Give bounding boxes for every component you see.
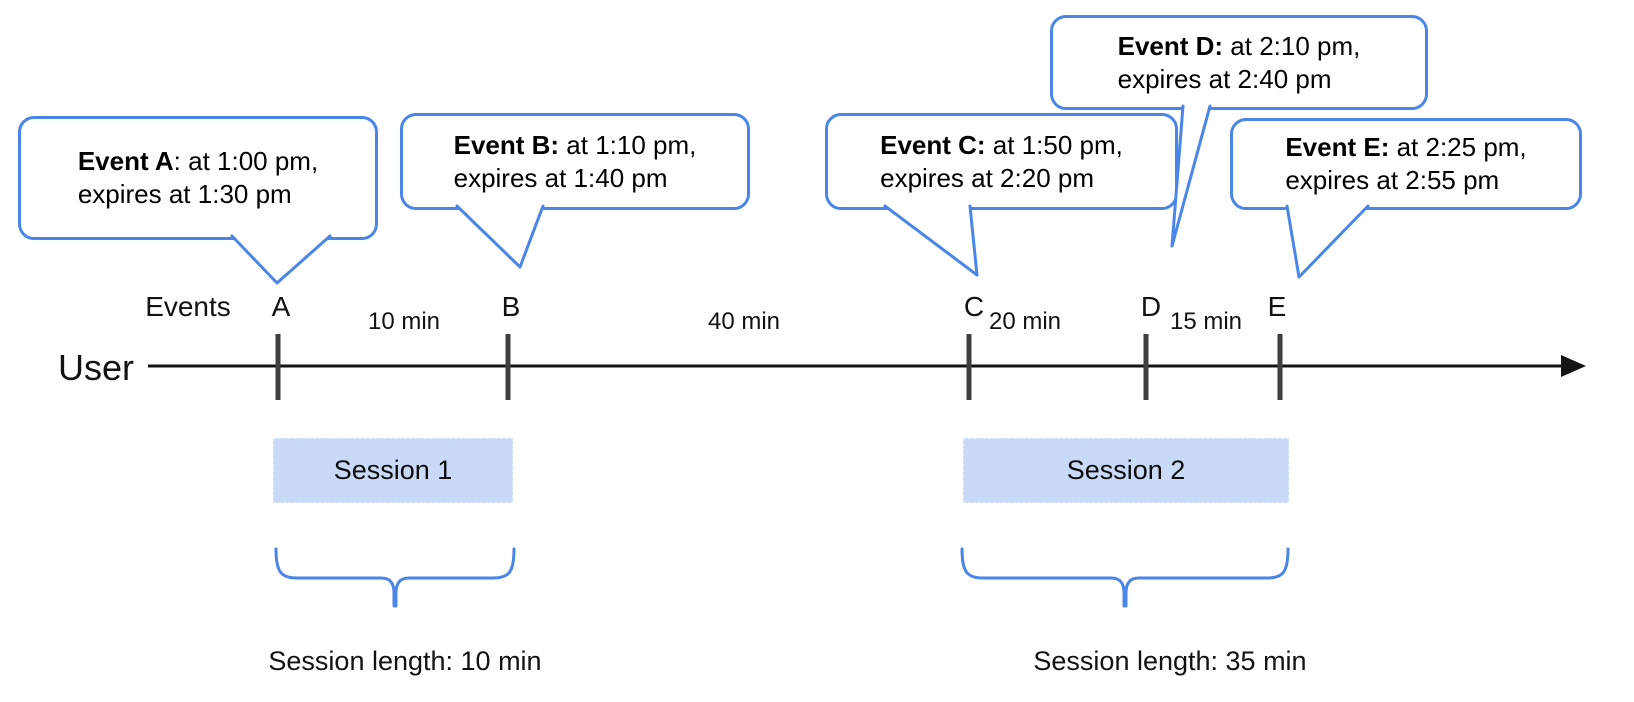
interval-a-b: 10 min	[367, 308, 441, 335]
event-mark-d: D	[1140, 291, 1162, 322]
event-e-callout-tail	[1285, 204, 1370, 279]
event-a-callout-text: Event A: at 1:00 pm, expires at 1:30 pm	[78, 145, 318, 211]
session-1-length-label: Session length: 10 min	[268, 646, 542, 676]
event-a-callout-tail	[230, 234, 332, 285]
event-d-time: at 2:10 pm,	[1223, 30, 1361, 61]
event-b-expiry: expires at 1:40 pm	[453, 162, 668, 193]
event-c-expiry: expires at 2:20 pm	[880, 162, 1094, 193]
event-c-callout-tail	[883, 204, 979, 277]
event-e-expiry: expires at 2:55 pm	[1285, 165, 1500, 195]
event-mark-e: E	[1267, 291, 1287, 322]
event-mark-b: B	[501, 291, 521, 322]
event-e-callout: Event E: at 2:25 pm, expires at 2:55 pm	[1230, 118, 1582, 210]
timeline-arrowhead-icon	[1561, 355, 1586, 377]
interval-b-c: 40 min	[707, 308, 781, 335]
event-c-title: Event C:	[880, 129, 986, 160]
user-axis-label: User	[58, 347, 135, 388]
session-2-brace	[960, 547, 1290, 608]
event-b-time: at 1:10 pm,	[559, 129, 697, 160]
event-a-callout: Event A: at 1:00 pm, expires at 1:30 pm	[18, 116, 378, 240]
event-e-time: at 2:25 pm,	[1389, 132, 1527, 162]
event-mark-c: C	[963, 291, 985, 322]
event-c-callout: Event C: at 1:50 pm, expires at 2:20 pm	[825, 113, 1178, 210]
event-a-title: Event A	[77, 146, 174, 176]
session-2-box: Session 2	[963, 438, 1289, 503]
event-b-title: Event B:	[453, 129, 560, 160]
interval-c-d: 20 min	[988, 308, 1062, 335]
event-a-time: : at 1:00 pm,	[173, 146, 319, 176]
event-a-expiry: expires at 1:30 pm	[77, 179, 292, 209]
event-mark-a: A	[271, 291, 291, 322]
event-b-callout: Event B: at 1:10 pm, expires at 1:40 pm	[400, 113, 750, 210]
event-d-callout-text: Event D: at 2:10 pm, expires at 2:40 pm	[1118, 30, 1361, 96]
event-c-callout-text: Event C: at 1:50 pm, expires at 2:20 pm	[880, 129, 1123, 195]
event-e-callout-text: Event E: at 2:25 pm, expires at 2:55 pm	[1285, 131, 1526, 197]
events-row-label: Events	[145, 291, 231, 322]
interval-d-e: 15 min	[1169, 308, 1243, 335]
event-e-title: Event E:	[1285, 132, 1390, 162]
session-1-box: Session 1	[273, 438, 513, 503]
event-d-expiry: expires at 2:40 pm	[1117, 63, 1332, 94]
event-b-callout-text: Event B: at 1:10 pm, expires at 1:40 pm	[454, 129, 697, 195]
event-d-title: Event D:	[1117, 30, 1224, 61]
event-b-callout-tail	[455, 204, 545, 269]
session-1-brace	[274, 547, 516, 608]
event-c-time: at 1:50 pm,	[985, 129, 1123, 160]
event-d-callout: Event D: at 2:10 pm, expires at 2:40 pm	[1050, 15, 1428, 110]
session-2-length-label: Session length: 35 min	[1033, 646, 1307, 676]
